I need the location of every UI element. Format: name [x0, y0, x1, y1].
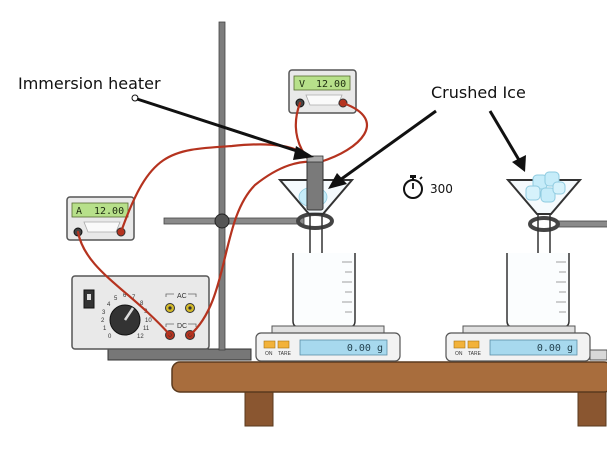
voltmeter-reading: 12.00: [316, 79, 346, 90]
dial-tick: 5: [114, 296, 118, 302]
wire-ammeter-to-power: [76, 230, 172, 337]
ammeter-screen: [71, 202, 129, 218]
balance-left[interactable]: ON TARE 0.00 g: [255, 325, 401, 362]
voltmeter-screen: [293, 75, 351, 91]
ammeter[interactable]: A 12.00: [66, 196, 135, 241]
dial-tick: 3: [102, 310, 106, 316]
dial-tick: 4: [107, 302, 111, 308]
right-clamp: [528, 216, 607, 232]
scale-left-display: [299, 339, 388, 356]
stand-rod: [218, 21, 226, 351]
ammeter-reading: 12.00: [94, 206, 124, 217]
ammeter-unit: A: [76, 206, 82, 217]
label-immersion-heater: Immersion heater: [18, 74, 314, 160]
crushed-ice-arrow-right: [488, 110, 521, 161]
scale-right-tare-label: TARE: [468, 351, 482, 357]
funnel-right[interactable]: [505, 171, 583, 255]
scale-left-on-button[interactable]: [263, 340, 276, 349]
dial-tick: 10: [145, 318, 152, 324]
dial-tick: 0: [108, 334, 112, 340]
scale-left-reading: 0.00 g: [347, 343, 383, 354]
crushed-ice-arrow-left: [339, 109, 437, 182]
crushed-ice-cubes: [525, 171, 566, 203]
beaker-right[interactable]: [506, 253, 570, 328]
dial-tick: 11: [143, 326, 150, 332]
dial-tick: 7: [132, 295, 136, 301]
dial-tick: 12: [137, 334, 144, 340]
timer[interactable]: 300: [403, 175, 453, 199]
scale-left-tare-label: TARE: [278, 351, 292, 357]
dc-label: DC: [177, 323, 187, 330]
lab-bench: [171, 361, 607, 427]
scale-right-reading: 0.00 g: [537, 343, 573, 354]
power-supply[interactable]: 0 1 2 3 4 5 6 7 8 9 10 11 12 AC DC: [71, 275, 210, 350]
dial-tick: 6: [123, 293, 127, 299]
clamp-ring-right: [528, 216, 560, 232]
scale-left-on-label: ON: [265, 351, 273, 357]
clamp-boss[interactable]: [214, 213, 230, 229]
crushed-ice-label: Crushed Ice: [431, 83, 526, 102]
dial-tick: 8: [140, 301, 144, 307]
timer-value: 300: [430, 182, 453, 196]
dial-tick: 2: [101, 318, 105, 324]
voltmeter-unit: V: [299, 79, 305, 90]
scale-left-tare-button[interactable]: [277, 340, 290, 349]
beaker-left[interactable]: [292, 253, 356, 328]
bench-leg-right: [577, 389, 607, 427]
scale-right-on-button[interactable]: [453, 340, 466, 349]
immersion-heater[interactable]: [306, 155, 324, 211]
ac-label: AC: [177, 293, 187, 300]
clamp-arm-right[interactable]: [555, 220, 607, 228]
wire-power-to-heater: [188, 160, 320, 337]
immersion-heater-arrow: [136, 97, 301, 154]
balance-right[interactable]: ON TARE 0.00 g: [445, 325, 607, 362]
wire-voltmeter-right: [318, 101, 368, 164]
scale-right-display: [489, 339, 578, 356]
stand-base: [107, 348, 252, 361]
scale-right-on-label: ON: [455, 351, 463, 357]
bench-leg-left: [244, 389, 274, 427]
label-crushed-ice: Crushed Ice: [328, 83, 526, 189]
bench-top: [171, 361, 607, 393]
scale-right-tare-button[interactable]: [467, 340, 480, 349]
dial-ticks: 0 1 2 3 4 5 6 7 8 9 10 11 12: [101, 293, 152, 340]
stopwatch-icon[interactable]: [403, 175, 423, 199]
voltmeter[interactable]: V 12.00: [288, 69, 357, 114]
immersion-heater-label: Immersion heater: [18, 74, 161, 93]
dial-tick: 1: [103, 326, 107, 332]
